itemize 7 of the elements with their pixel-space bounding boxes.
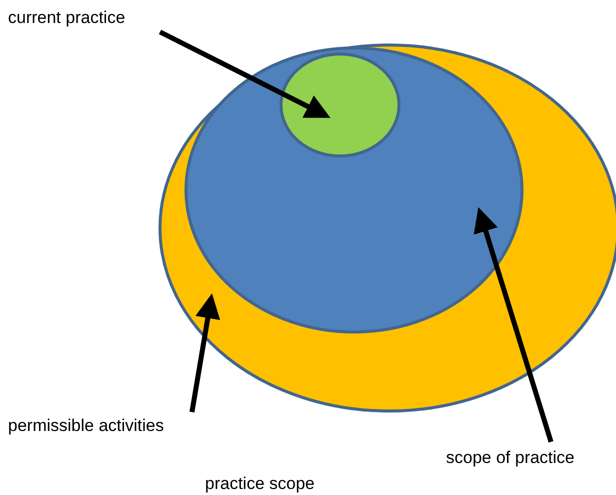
- caption-text: practice scope: [205, 473, 315, 495]
- callout-text: current practice: [8, 6, 126, 30]
- leader-arrow: [190, 293, 220, 412]
- callout-text: scope of practice: [446, 446, 575, 470]
- leader-arrow: [474, 207, 554, 443]
- leader-arrow: [158, 30, 330, 118]
- callout-text: permissible activities: [8, 414, 164, 438]
